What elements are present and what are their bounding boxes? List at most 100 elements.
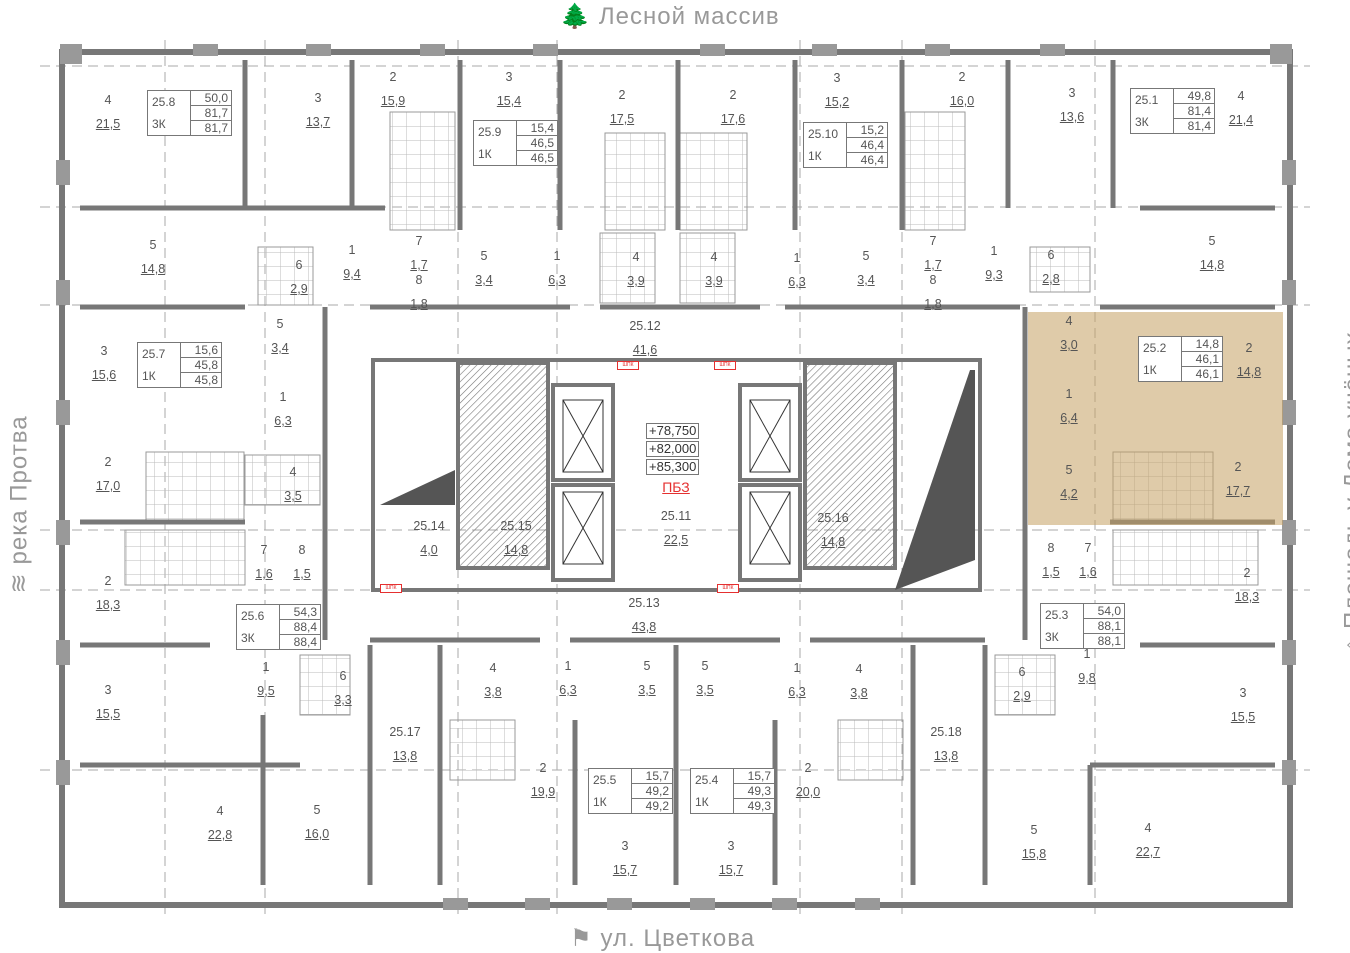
- safety-zone-label: ПБЗ: [662, 479, 690, 495]
- room-number: 5: [1030, 823, 1038, 837]
- apartment-number: 25.2: [1143, 341, 1167, 355]
- living-area: 54,3: [280, 605, 320, 620]
- room-number: 3: [1239, 686, 1247, 700]
- room-number: 5: [149, 238, 157, 252]
- apartment-type: 1К: [695, 795, 709, 809]
- room-number: 4: [216, 804, 224, 818]
- room-number: 7: [1084, 541, 1092, 555]
- room-number: 5: [701, 659, 709, 673]
- total-area: 46,4: [847, 138, 887, 153]
- room-number: 5: [313, 803, 321, 817]
- room-area: 17,7: [1225, 484, 1251, 498]
- elevation-marks: +78,750 +82,000 +85,300: [646, 423, 700, 475]
- room-number: 1: [348, 243, 356, 257]
- room-area: 9,3: [985, 268, 1003, 282]
- apartment-type: 3К: [152, 117, 166, 131]
- total-area: 81,7: [191, 106, 231, 121]
- room-area: 3,4: [857, 273, 875, 287]
- total-area-with-balcony: 88,4: [293, 635, 317, 649]
